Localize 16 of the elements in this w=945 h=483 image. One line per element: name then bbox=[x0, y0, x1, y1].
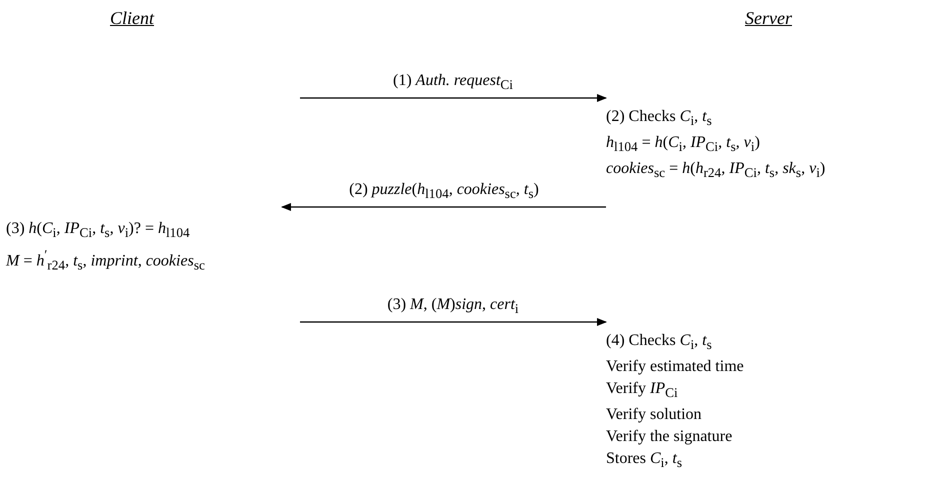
text-line: (3) h(C$_{i}$, IP$_{Ci}$, t$_{s}$, v$_{i}$)? = h$_{l104}$ bbox=[6, 219, 191, 242]
text-line: (2) Checks C$_{i}$, t$_{s}$ bbox=[606, 107, 713, 130]
text-line: Verify the signature bbox=[606, 427, 734, 448]
message-arrow bbox=[281, 203, 606, 211]
text-line: h$_{l104}$ = h(C$_{i}$, IP$_{Ci}$, t$_{s}$, v$_{i}$) bbox=[606, 133, 761, 156]
text-line: cookies$_{sc}$ = h(h$_{r24}$, IP$_{Ci}$, t$_{s}$, sk$_{s}$, v$_{i}$) bbox=[606, 159, 826, 183]
text-line: Verify IP$_{Ci}$ bbox=[606, 379, 679, 402]
column-heading: Server bbox=[745, 8, 825, 34]
text-line: Verify solution bbox=[606, 405, 703, 426]
text-line: M = h$^{′}$$_{r24}$, t$_{s}$, imprint, cookies$_{sc}$ bbox=[6, 246, 206, 275]
text-line: Stores C$_{i}$, t$_{s}$ bbox=[606, 449, 684, 473]
text-line: (4) Checks C$_{i}$, t$_{s}$ bbox=[606, 331, 713, 354]
text-line: Verify estimated time bbox=[606, 357, 745, 378]
message-arrow bbox=[300, 318, 607, 326]
column-heading: Client bbox=[110, 8, 190, 34]
message-arrow bbox=[300, 94, 607, 102]
